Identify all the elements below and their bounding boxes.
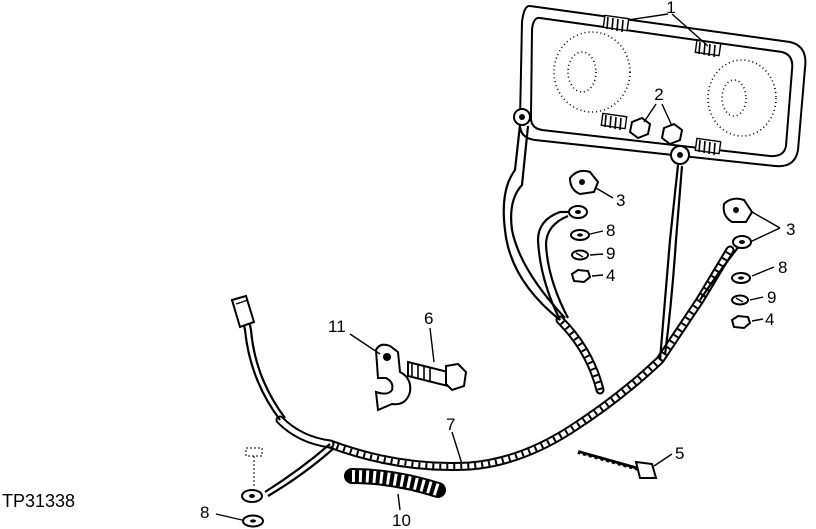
callout-7: 7 bbox=[446, 415, 455, 434]
washer-part-8-left bbox=[570, 229, 590, 241]
callout-1: 1 bbox=[666, 0, 675, 17]
callout-4-left: 4 bbox=[606, 266, 615, 285]
callout-5: 5 bbox=[675, 444, 684, 463]
leader-lines bbox=[215, 13, 781, 521]
callout-9-left: 9 bbox=[606, 244, 615, 263]
ring-terminal-right bbox=[732, 235, 752, 249]
clip-part-3-right bbox=[722, 197, 754, 223]
bolt-part-6 bbox=[407, 360, 468, 392]
stud-bottom-right bbox=[694, 137, 722, 156]
callout-3-right: 3 bbox=[786, 220, 795, 239]
callout-9-right: 9 bbox=[767, 288, 776, 307]
stud-top-left bbox=[602, 14, 630, 33]
lock-washer-part-9-left bbox=[571, 249, 589, 261]
callout-11: 11 bbox=[328, 317, 346, 336]
callout-10: 10 bbox=[392, 511, 411, 529]
callout-8-left: 8 bbox=[606, 221, 615, 240]
callout-labels: 1 2 3 3 8 9 4 8 9 4 11 6 7 5 8 10 bbox=[200, 0, 795, 529]
lock-washer-part-9-right bbox=[731, 294, 749, 306]
wiring-harness-part-7 bbox=[275, 245, 735, 471]
nut-part-2-left bbox=[628, 116, 652, 140]
cable-tie-part-5 bbox=[577, 450, 658, 479]
lamp-bracket-part-1 bbox=[518, 4, 807, 168]
screw-ghost-bottom bbox=[245, 447, 263, 486]
connector-plug bbox=[230, 294, 256, 329]
harness-wires bbox=[241, 124, 741, 497]
clip-part-3-left bbox=[568, 169, 600, 196]
clamp-part-11 bbox=[374, 343, 412, 412]
callout-3-left: 3 bbox=[616, 191, 625, 210]
figure-code: TP31338 bbox=[2, 491, 75, 511]
ring-terminal-bottom-left bbox=[241, 489, 263, 503]
washer-part-8-bottom bbox=[242, 514, 264, 528]
nut-part-4-right bbox=[730, 314, 752, 330]
loom-part-10 bbox=[344, 468, 446, 498]
stud-bottom-left bbox=[600, 112, 628, 131]
stud-top-right bbox=[694, 39, 722, 58]
ring-terminal-top-left bbox=[513, 108, 531, 126]
callout-2: 2 bbox=[654, 85, 663, 104]
callout-8-right: 8 bbox=[778, 258, 787, 277]
callout-6: 6 bbox=[424, 309, 433, 328]
callout-4-right: 4 bbox=[765, 310, 774, 329]
washer-part-8-right bbox=[731, 272, 751, 284]
callout-8-bottom: 8 bbox=[200, 503, 209, 522]
nut-part-4-left bbox=[570, 268, 592, 284]
nut-part-2-right bbox=[660, 122, 684, 146]
ring-terminal-top-right bbox=[670, 145, 690, 165]
ring-terminal-mid bbox=[568, 205, 588, 219]
